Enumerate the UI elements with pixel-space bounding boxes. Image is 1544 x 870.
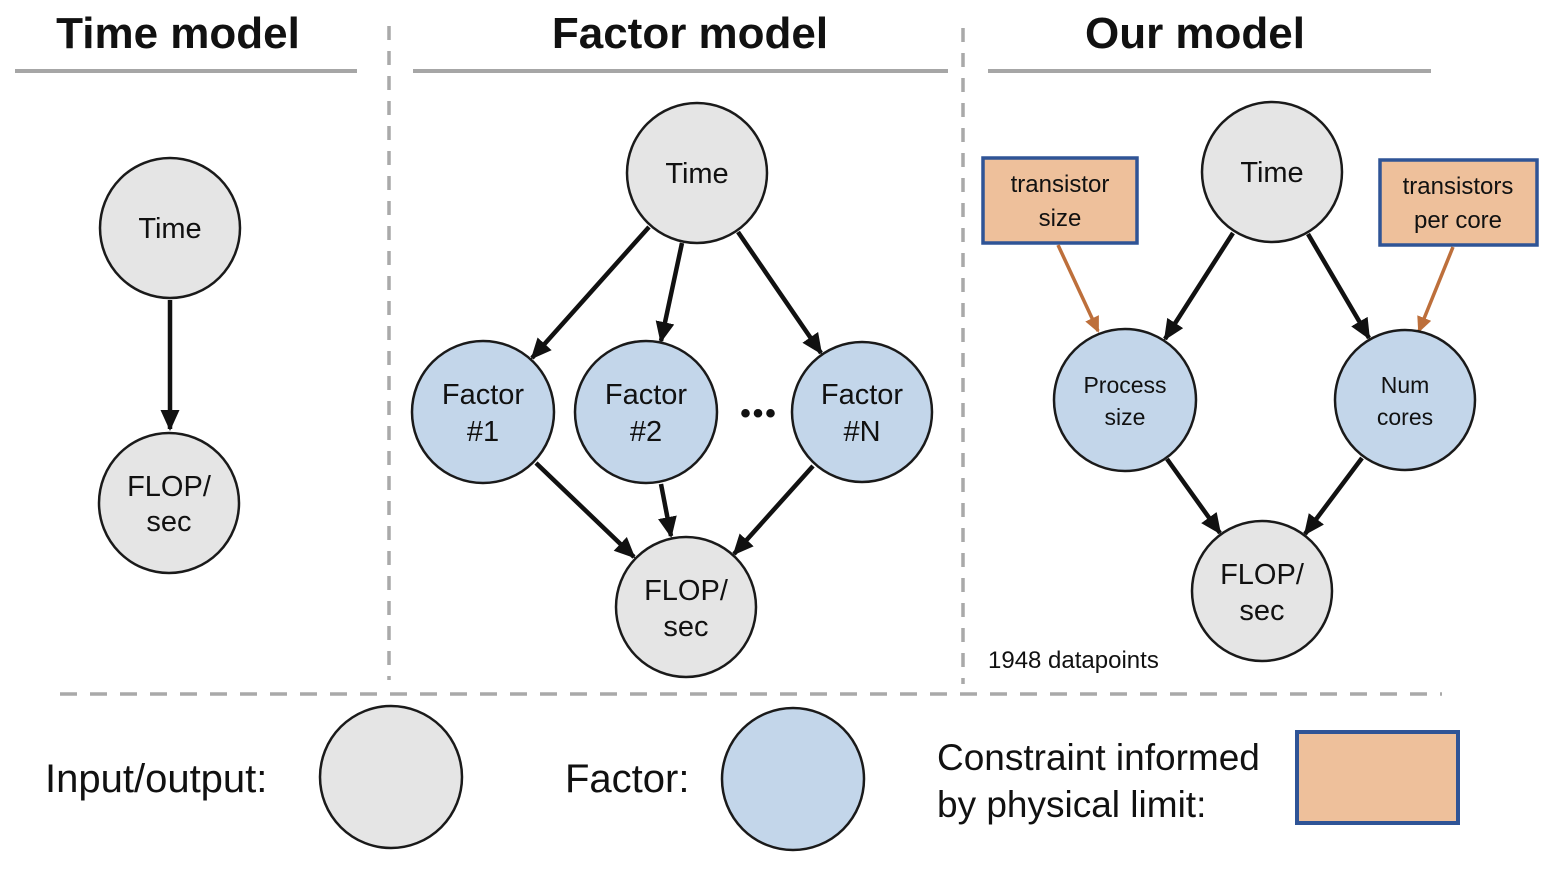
flop-node-circle bbox=[614, 535, 758, 679]
transistor-size-constraint-box bbox=[981, 156, 1139, 245]
edge-factorN-to-flop-arrow bbox=[732, 464, 815, 556]
flop-node-label-line1: FLOP/ bbox=[644, 575, 729, 607]
time-model-panel: Time model Time FLOP/ sec bbox=[15, 9, 357, 575]
our-model-title: Our model bbox=[1085, 9, 1305, 58]
legend-factor-label: Factor: bbox=[565, 757, 689, 801]
legend: Input/output: Factor: Constraint informe… bbox=[45, 704, 1460, 852]
factorN-label-line1: Factor bbox=[821, 379, 904, 411]
edge-cores-to-flop-arrow bbox=[1303, 456, 1364, 536]
edge-transistors-per-core-to-cores-arrow bbox=[1417, 246, 1455, 333]
factor2-label-line2: #2 bbox=[630, 416, 662, 448]
time-node-label: Time bbox=[138, 213, 201, 245]
factor-model-title: Factor model bbox=[552, 9, 828, 58]
process-size-label-line1: Process bbox=[1083, 372, 1166, 398]
factor-model-panel: Factor model Time Factor #1 Factor #2 ••… bbox=[410, 9, 948, 679]
edge-time-to-cores-arrow bbox=[1306, 232, 1371, 340]
factorN-label-line2: #N bbox=[843, 416, 880, 448]
time-node-circle bbox=[625, 101, 769, 245]
time-node-circle bbox=[1200, 100, 1344, 244]
transistors-per-core-label-line1: transistors bbox=[1403, 173, 1514, 200]
flop-node-label-line1: FLOP/ bbox=[127, 471, 212, 503]
edge-factor2-to-flop-arrow bbox=[658, 483, 677, 538]
legend-constraint-swatch bbox=[1295, 730, 1460, 825]
num-cores-label-line1: Num bbox=[1381, 372, 1430, 398]
legend-input-output-label: Input/output: bbox=[45, 757, 267, 801]
factor2-label-line1: Factor bbox=[605, 379, 688, 411]
legend-factor-swatch bbox=[720, 706, 866, 852]
flop-node-label-line2: sec bbox=[663, 611, 708, 643]
flop-node-label-line2: sec bbox=[146, 506, 191, 538]
legend-constraint-label-line1: Constraint informed bbox=[937, 737, 1260, 778]
factor2-node-circle bbox=[573, 339, 719, 485]
flop-node-label-line2: sec bbox=[1239, 595, 1284, 627]
time-node-label: Time bbox=[665, 158, 728, 190]
transistor-size-label-line1: transistor bbox=[1011, 171, 1110, 198]
edge-time-to-process-arrow bbox=[1163, 231, 1235, 341]
edge-time-to-factorN-arrow bbox=[736, 230, 823, 355]
time-model-title: Time model bbox=[56, 9, 300, 58]
num-cores-node-circle bbox=[1333, 328, 1477, 472]
time-node-label: Time bbox=[1240, 157, 1303, 189]
ellipsis-dots: ••• bbox=[740, 397, 778, 430]
edge-time-to-factor1-arrow bbox=[530, 225, 651, 360]
factorN-node-circle bbox=[790, 340, 934, 484]
flop-node-label-line1: FLOP/ bbox=[1220, 559, 1305, 591]
edge-factor1-to-flop-arrow bbox=[534, 461, 636, 559]
factor1-label-line1: Factor bbox=[442, 379, 525, 411]
datapoints-caption: 1948 datapoints bbox=[988, 647, 1159, 674]
process-size-label-line2: size bbox=[1105, 404, 1146, 430]
legend-constraint-label-line2: by physical limit: bbox=[937, 784, 1206, 825]
our-model-panel: Our model Time transistor size transisto… bbox=[981, 9, 1539, 674]
edge-transistor-size-to-process-arrow bbox=[1056, 244, 1100, 333]
factor1-node-circle bbox=[410, 339, 556, 485]
num-cores-label-line2: cores bbox=[1377, 404, 1433, 430]
process-size-node-circle bbox=[1052, 327, 1198, 473]
transistors-per-core-constraint-box bbox=[1378, 158, 1539, 247]
edge-process-to-flop-arrow bbox=[1165, 457, 1222, 535]
transistor-size-label-line2: size bbox=[1039, 205, 1082, 232]
transistors-per-core-label-line2: per core bbox=[1414, 207, 1502, 234]
flop-node-circle bbox=[97, 431, 241, 575]
edge-time-to-factor2-arrow bbox=[655, 242, 685, 343]
factor1-label-line2: #1 bbox=[467, 416, 499, 448]
legend-input-output-swatch bbox=[318, 704, 464, 850]
time-node-circle bbox=[98, 156, 242, 300]
flop-node-circle bbox=[1190, 519, 1334, 663]
